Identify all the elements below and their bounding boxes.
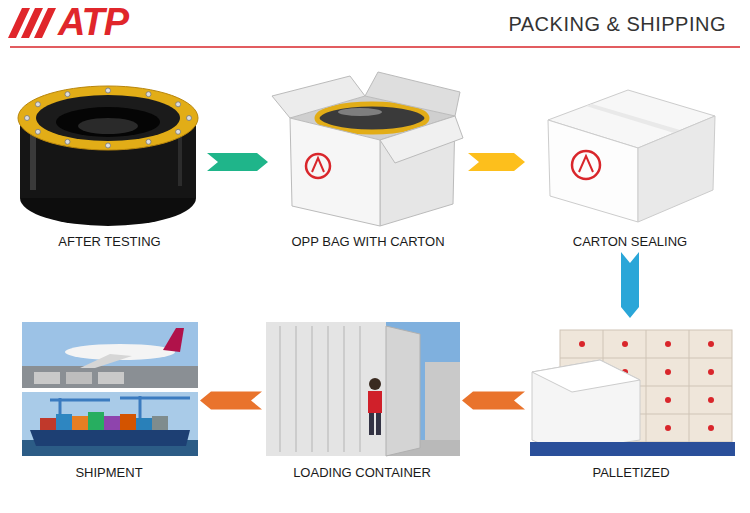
step-box: OPP BAG WITH CARTON <box>268 72 468 252</box>
step-box: CARTON SEALING <box>525 72 735 252</box>
step-caption: AFTER TESTING <box>55 233 163 251</box>
container-loading-picture <box>266 322 460 456</box>
open-carton-picture <box>272 72 463 226</box>
flow-arrow <box>200 392 262 410</box>
shipment-picture <box>22 322 198 456</box>
step-caption: OPP BAG WITH CARTON <box>288 233 447 251</box>
pallet-picture <box>530 330 735 456</box>
step-caption: CARTON SEALING <box>570 233 690 251</box>
flow-arrow <box>621 252 639 318</box>
step-box: AFTER TESTING <box>12 72 207 252</box>
flow-arrow <box>468 153 525 171</box>
flow-arrow <box>207 153 268 171</box>
step-box: LOADING CONTAINER <box>262 318 462 483</box>
sealed-carton-picture <box>548 90 715 222</box>
page-title: PACKING & SHIPPING <box>508 13 726 36</box>
step-caption: LOADING CONTAINER <box>290 464 434 482</box>
step-caption: SHIPMENT <box>72 464 145 482</box>
flow-arrow <box>462 392 525 410</box>
step-box: SHIPMENT <box>18 318 200 483</box>
brand-logo: ATP <box>58 2 128 42</box>
step-caption: PALLETIZED <box>589 464 672 482</box>
wheel-picture <box>18 86 198 226</box>
step-box: PALLETIZED <box>525 318 737 483</box>
